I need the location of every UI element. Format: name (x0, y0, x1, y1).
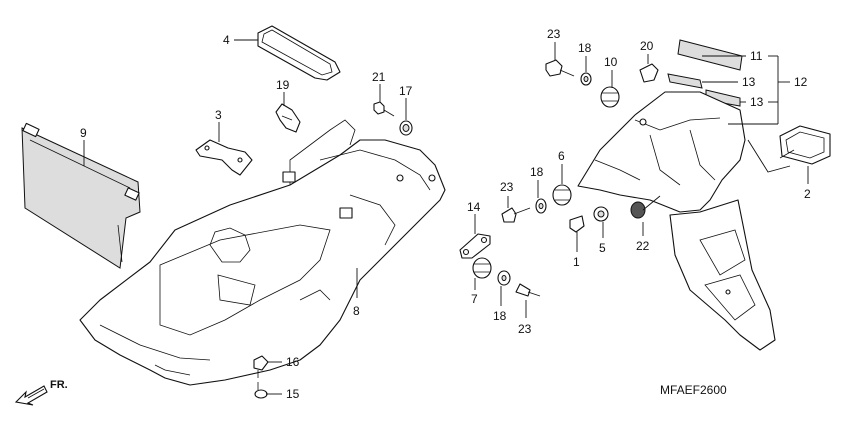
part-11-pad (677, 39, 743, 71)
front-arrow-label: FR. (50, 379, 68, 391)
part-22-grommet (630, 201, 646, 219)
part-7-rubber (472, 257, 492, 279)
part-14-stay (459, 233, 491, 259)
callout-3: 3 (215, 108, 222, 122)
part-5-grommet (593, 206, 609, 222)
leader-lines (83, 39, 809, 395)
part-2-reflector (779, 125, 831, 165)
part-3-bracket (195, 139, 253, 176)
part-15-screw (254, 382, 268, 399)
part-23-bolt-lower (515, 283, 541, 297)
callout-1: 1 (573, 255, 580, 269)
part-8-under-tray (79, 119, 446, 386)
callout-9: 9 (80, 126, 87, 140)
callout-2: 2 (804, 187, 811, 201)
callout-16: 16 (286, 355, 300, 369)
part-1-collar (569, 215, 585, 233)
callout-19: 19 (276, 78, 290, 92)
callout-21: 21 (372, 70, 386, 84)
callout-22: 22 (636, 239, 650, 253)
callout-7: 7 (471, 292, 478, 306)
part-4-band (257, 25, 341, 81)
part-21-bolt (373, 101, 395, 117)
callout-8: 8 (353, 304, 360, 318)
part-18-washer-mid (535, 198, 547, 214)
callout-20: 20 (640, 39, 654, 53)
callout-23-mid: 23 (500, 180, 514, 194)
callout-6: 6 (558, 149, 565, 163)
part-18-washer-top (580, 72, 592, 86)
callout-10: 10 (604, 55, 618, 69)
callout-18-lower: 18 (493, 309, 507, 323)
callout-11: 11 (750, 49, 763, 63)
callout-labels: 4 3 9 19 21 17 8 16 15 14 7 18 23 23 18 … (80, 27, 811, 401)
callout-23-top: 23 (547, 27, 561, 41)
callout-18-mid: 18 (530, 165, 544, 179)
callout-17: 17 (399, 84, 413, 98)
callout-15: 15 (286, 387, 300, 401)
part-10-rubber (600, 86, 620, 108)
part-19-clip (275, 103, 301, 133)
callout-4: 4 (223, 33, 230, 47)
front-direction-arrow: FR. (14, 379, 68, 406)
callout-18-top: 18 (578, 41, 592, 55)
callout-14: 14 (467, 200, 481, 214)
part-23-bolt-mid (501, 207, 531, 223)
callout-13-a: 13 (742, 75, 756, 89)
callout-12: 12 (794, 75, 808, 89)
callout-13-b: 13 (750, 95, 764, 109)
callout-5: 5 (599, 241, 606, 255)
diagram-code: MFAEF2600 (660, 383, 727, 397)
rear-fender (577, 91, 776, 351)
part-13-pad-a (667, 73, 703, 89)
part-6-rubber (552, 184, 572, 206)
part-20-nut (639, 63, 659, 83)
part-16-grommet (253, 355, 269, 378)
part-18-washer-lower (497, 270, 511, 286)
part-23-bolt-top (545, 59, 575, 77)
part-9-plate (21, 122, 141, 269)
callout-23-lower: 23 (518, 322, 532, 336)
part-17-collar (399, 120, 413, 136)
